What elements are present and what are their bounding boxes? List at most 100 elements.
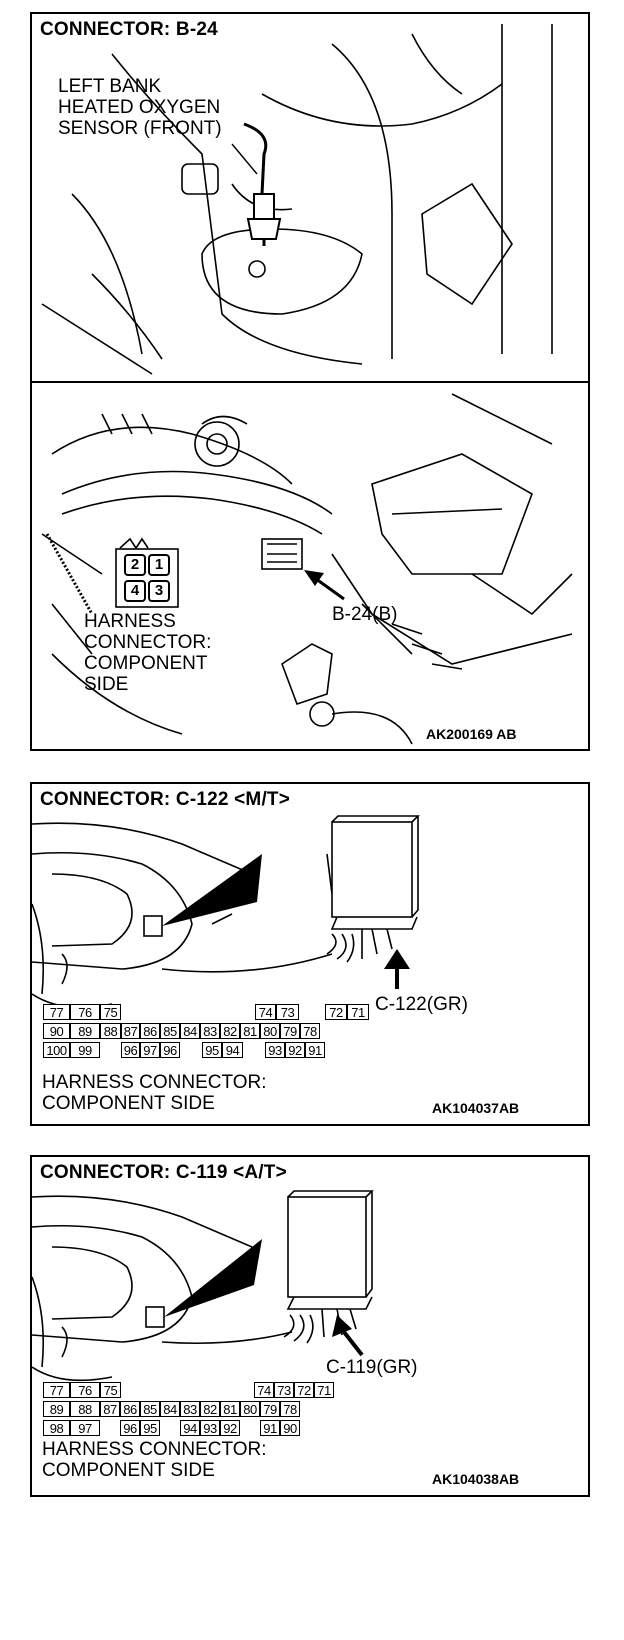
pin-cell: 83 <box>200 1023 220 1039</box>
pin-cell <box>121 1382 144 1398</box>
connector-b24-panel: CONNECTOR: B-24 LEFT BANK HEATED OXYGEN … <box>30 12 590 751</box>
c122-arrow <box>384 949 410 969</box>
pin-cell: 75 <box>100 1382 121 1398</box>
pin-cell: 98 <box>43 1420 70 1436</box>
pin-cell: 84 <box>160 1401 180 1417</box>
pin-cell <box>100 1042 121 1058</box>
connector-pin-2: 2 <box>124 554 146 576</box>
pin-cell: 82 <box>200 1401 220 1417</box>
pin-cell: 86 <box>120 1401 140 1417</box>
pin-cell: 97 <box>140 1042 160 1058</box>
pin-cell: 77 <box>43 1382 70 1398</box>
sensor-label: LEFT BANK HEATED OXYGEN SENSOR (FRONT) <box>58 76 222 139</box>
pin-cell: 94 <box>222 1042 243 1058</box>
pin-cell: 83 <box>180 1401 200 1417</box>
panel-title: CONNECTOR: C-122 <M/T> <box>40 789 291 810</box>
pin-cell: 73 <box>274 1382 294 1398</box>
pin-cell: 81 <box>220 1401 240 1417</box>
pin-cell: 76 <box>70 1004 100 1020</box>
pin-cell: 77 <box>43 1004 70 1020</box>
harness-connector-label: HARNESS CONNECTOR: COMPONENT SIDE <box>42 1439 267 1481</box>
pin-cell: 92 <box>285 1042 305 1058</box>
pin-cell <box>299 1004 325 1020</box>
connector-pin-4: 4 <box>124 580 146 602</box>
pin-cell <box>234 1004 255 1020</box>
pin-cell: 94 <box>180 1420 200 1436</box>
pin-cell: 87 <box>100 1401 120 1417</box>
pin-cell: 88 <box>70 1401 100 1417</box>
connector-pin-3: 3 <box>148 580 170 602</box>
dashboard-illustration <box>32 1190 374 1382</box>
panel-title: CONNECTOR: B-24 <box>40 19 218 40</box>
pin-cell: 93 <box>200 1420 220 1436</box>
pin-cell: 99 <box>70 1042 100 1058</box>
pin-cell: 97 <box>70 1420 100 1436</box>
pin-cell <box>100 1420 120 1436</box>
pin-cell: 73 <box>276 1004 299 1020</box>
pin-cell <box>160 1420 180 1436</box>
pin-cell: 84 <box>180 1023 200 1039</box>
pin-cell: 79 <box>260 1401 280 1417</box>
pin-cell: 85 <box>140 1401 160 1417</box>
pin-cell: 87 <box>121 1023 140 1039</box>
pin-cell: 74 <box>254 1382 274 1398</box>
pin-cell: 72 <box>294 1382 314 1398</box>
figure-code: AK104038AB <box>432 1471 520 1487</box>
pin-cell <box>234 1382 254 1398</box>
pin-cell: 96 <box>160 1042 180 1058</box>
pin-cell: 80 <box>240 1401 260 1417</box>
pin-cell: 91 <box>305 1042 325 1058</box>
pin-cell: 75 <box>100 1004 121 1020</box>
pin-cell: 96 <box>120 1420 140 1436</box>
engine-bay-illustration <box>32 24 588 745</box>
pin-cell: 91 <box>260 1420 280 1436</box>
c119-arrow <box>332 1315 352 1337</box>
pin-cell <box>144 1004 214 1020</box>
pin-cell: 90 <box>43 1023 70 1039</box>
pin-cell: 74 <box>255 1004 276 1020</box>
pin-cell: 78 <box>280 1401 300 1417</box>
figure-code: AK200169 AB <box>426 726 517 742</box>
pin-cell: 72 <box>325 1004 347 1020</box>
connector-pin-1: 1 <box>148 554 170 576</box>
connector-callout: B-24(B) <box>332 604 398 625</box>
pin-cell: 85 <box>160 1023 180 1039</box>
pin-cell: 89 <box>43 1401 70 1417</box>
pin-cell <box>240 1420 260 1436</box>
pin-cell: 79 <box>280 1023 300 1039</box>
pin-cell: 92 <box>220 1420 240 1436</box>
pin-cell: 95 <box>140 1420 160 1436</box>
dashboard-illustration <box>32 815 420 1009</box>
harness-connector-label: HARNESS CONNECTOR: COMPONENT SIDE <box>42 1072 267 1114</box>
pin-cell: 71 <box>347 1004 369 1020</box>
pin-cell: 93 <box>265 1042 285 1058</box>
panel-title: CONNECTOR: C-119 <A/T> <box>40 1162 287 1183</box>
pin-cell <box>214 1382 234 1398</box>
pin-cell: 82 <box>220 1023 240 1039</box>
pin-cell: 80 <box>260 1023 280 1039</box>
pin-cell: 81 <box>240 1023 260 1039</box>
connector-callout: C-119(GR) <box>326 1357 418 1378</box>
pin-cell <box>214 1004 234 1020</box>
pin-cell: 88 <box>100 1023 121 1039</box>
harness-connector-label: HARNESS CONNECTOR: COMPONENT SIDE <box>84 611 212 695</box>
pin-cell: 100 <box>43 1042 70 1058</box>
pin-cell: 78 <box>300 1023 320 1039</box>
pin-cell: 95 <box>202 1042 222 1058</box>
pin-cell: 96 <box>121 1042 140 1058</box>
pin-cell <box>121 1004 144 1020</box>
pin-cell: 71 <box>314 1382 334 1398</box>
pin-cell <box>180 1042 202 1058</box>
pin-cell <box>144 1382 214 1398</box>
connector-callout: C-122(GR) <box>375 994 468 1015</box>
pin-cell: 86 <box>140 1023 160 1039</box>
b24-arrow <box>304 570 324 586</box>
pin-cell <box>243 1042 265 1058</box>
pin-cell: 76 <box>70 1382 100 1398</box>
figure-code: AK104037AB <box>432 1100 520 1116</box>
pin-cell: 90 <box>280 1420 300 1436</box>
